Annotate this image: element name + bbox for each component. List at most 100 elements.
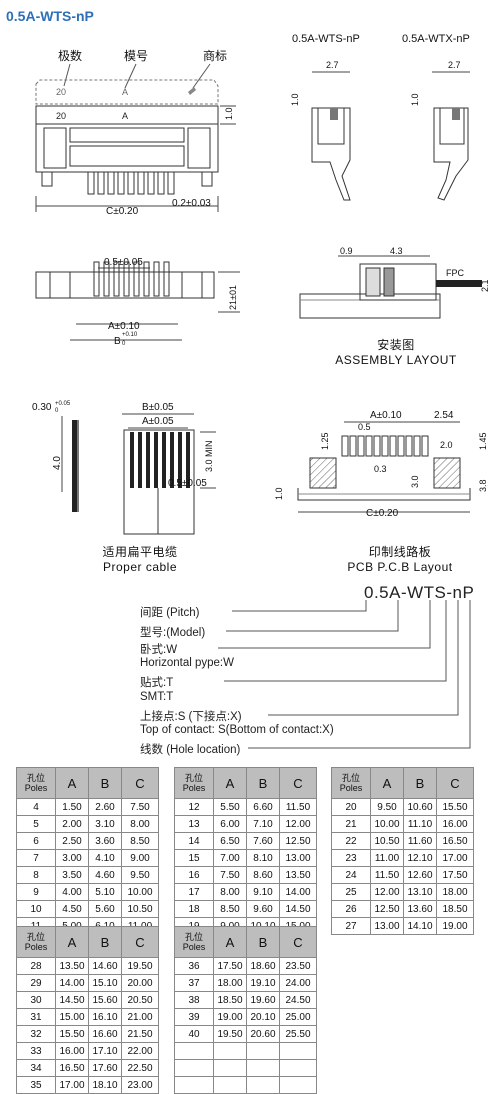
b-header: B — [88, 767, 122, 799]
svg-text:B±0.05: B±0.05 — [142, 402, 174, 413]
svg-text:0.5: 0.5 — [358, 422, 371, 432]
svg-text:2.7: 2.7 — [448, 60, 461, 70]
cable-caption-en: Proper cable — [102, 560, 178, 574]
a-header: A — [55, 926, 89, 958]
a-header: A — [213, 767, 247, 799]
svg-text:A: A — [122, 111, 128, 121]
c-header: C — [121, 926, 159, 958]
b-header: B — [246, 926, 280, 958]
svg-text:1.0: 1.0 — [224, 107, 234, 120]
table-row — [174, 1076, 317, 1094]
label-model: 模号 — [124, 49, 148, 63]
svg-text:3.0 MIN: 3.0 MIN — [204, 440, 214, 472]
pcb-drawing: A±0.10 2.54 0.5 1.25 2.0 1.45 0.3 3.0 3.… — [274, 410, 488, 519]
model-line-hole-location: 线数 (Hole location) — [140, 744, 241, 756]
svg-text:2.7: 2.7 — [326, 60, 339, 70]
svg-text:2.1: 2.1 — [480, 279, 490, 292]
svg-text:1.0: 1.0 — [290, 93, 300, 106]
bottom-pins — [93, 261, 170, 297]
b-header: B — [88, 926, 122, 958]
assembly-drawing: 0.9 4.3 FPC 2.1 — [299, 246, 490, 319]
svg-text:C±0.20: C±0.20 — [366, 508, 399, 519]
a-header: A — [55, 767, 89, 799]
pcb-pads — [341, 435, 429, 457]
svg-text:1.0: 1.0 — [410, 93, 420, 106]
model-line-horizontal-cn: 卧式:W — [140, 644, 178, 656]
svg-text:2.54: 2.54 — [434, 410, 454, 421]
c-header: C — [121, 767, 159, 799]
cable-drawing: 0.30 +0.05 0 4.0 B±0.05 A±0.05 3.0 MIN 0… — [32, 401, 216, 535]
label-brand: 商标 — [203, 48, 227, 63]
c-header: C — [279, 767, 317, 799]
svg-text:1.45: 1.45 — [478, 432, 488, 450]
svg-text:0: 0 — [122, 341, 126, 347]
svg-text:20: 20 — [56, 87, 66, 97]
model-line-contact-cn: 上接点:S (下接点:X) — [140, 711, 242, 723]
b-header: B — [403, 767, 437, 799]
wts-title: 0.5A-WTS-nP — [292, 33, 360, 45]
page-title: 0.5A-WTS-nP — [6, 8, 94, 24]
svg-text:A: A — [122, 87, 128, 97]
dim-0-2: 0.2±0.03 — [172, 198, 211, 209]
pcb-caption: 印制线路板 PCB P.C.B Layout — [330, 543, 470, 574]
svg-text:+0.10: +0.10 — [122, 332, 138, 338]
model-line-pitch: 间距 (Pitch) — [140, 607, 200, 619]
model-line-model: 型号:(Model) — [140, 627, 206, 639]
svg-text:B: B — [114, 336, 121, 347]
connector-pins — [87, 171, 175, 195]
svg-text:FPC: FPC — [446, 268, 465, 278]
svg-text:1.25: 1.25 — [320, 432, 330, 450]
wtx-title: 0.5A-WTX-nP — [402, 33, 470, 45]
svg-text:1.0: 1.0 — [274, 487, 284, 500]
c-header: C — [279, 926, 317, 958]
svg-text:4.0: 4.0 — [52, 456, 63, 470]
svg-text:0.5±0.05: 0.5±0.05 — [168, 478, 207, 489]
pcb-caption-cn: 印制线路板 — [368, 545, 432, 559]
svg-text:2.0: 2.0 — [440, 440, 453, 450]
svg-text:0.3: 0.3 — [374, 464, 387, 474]
table-row — [174, 1042, 317, 1060]
dim-c: C±0.20 — [106, 206, 139, 217]
svg-text:3.0: 3.0 — [410, 475, 420, 488]
cable-conductors — [130, 432, 190, 488]
pcb-caption-en: PCB P.C.B Layout — [347, 560, 453, 574]
model-line-smt-cn: 贴式:T — [140, 677, 174, 689]
svg-text:4.3: 4.3 — [390, 246, 403, 256]
svg-text:+0.05: +0.05 — [55, 401, 71, 407]
model-code: 0.5A-WTS-nP — [364, 583, 475, 602]
svg-text:0.30: 0.30 — [32, 402, 52, 413]
svg-text:21±01: 21±01 — [228, 285, 238, 310]
